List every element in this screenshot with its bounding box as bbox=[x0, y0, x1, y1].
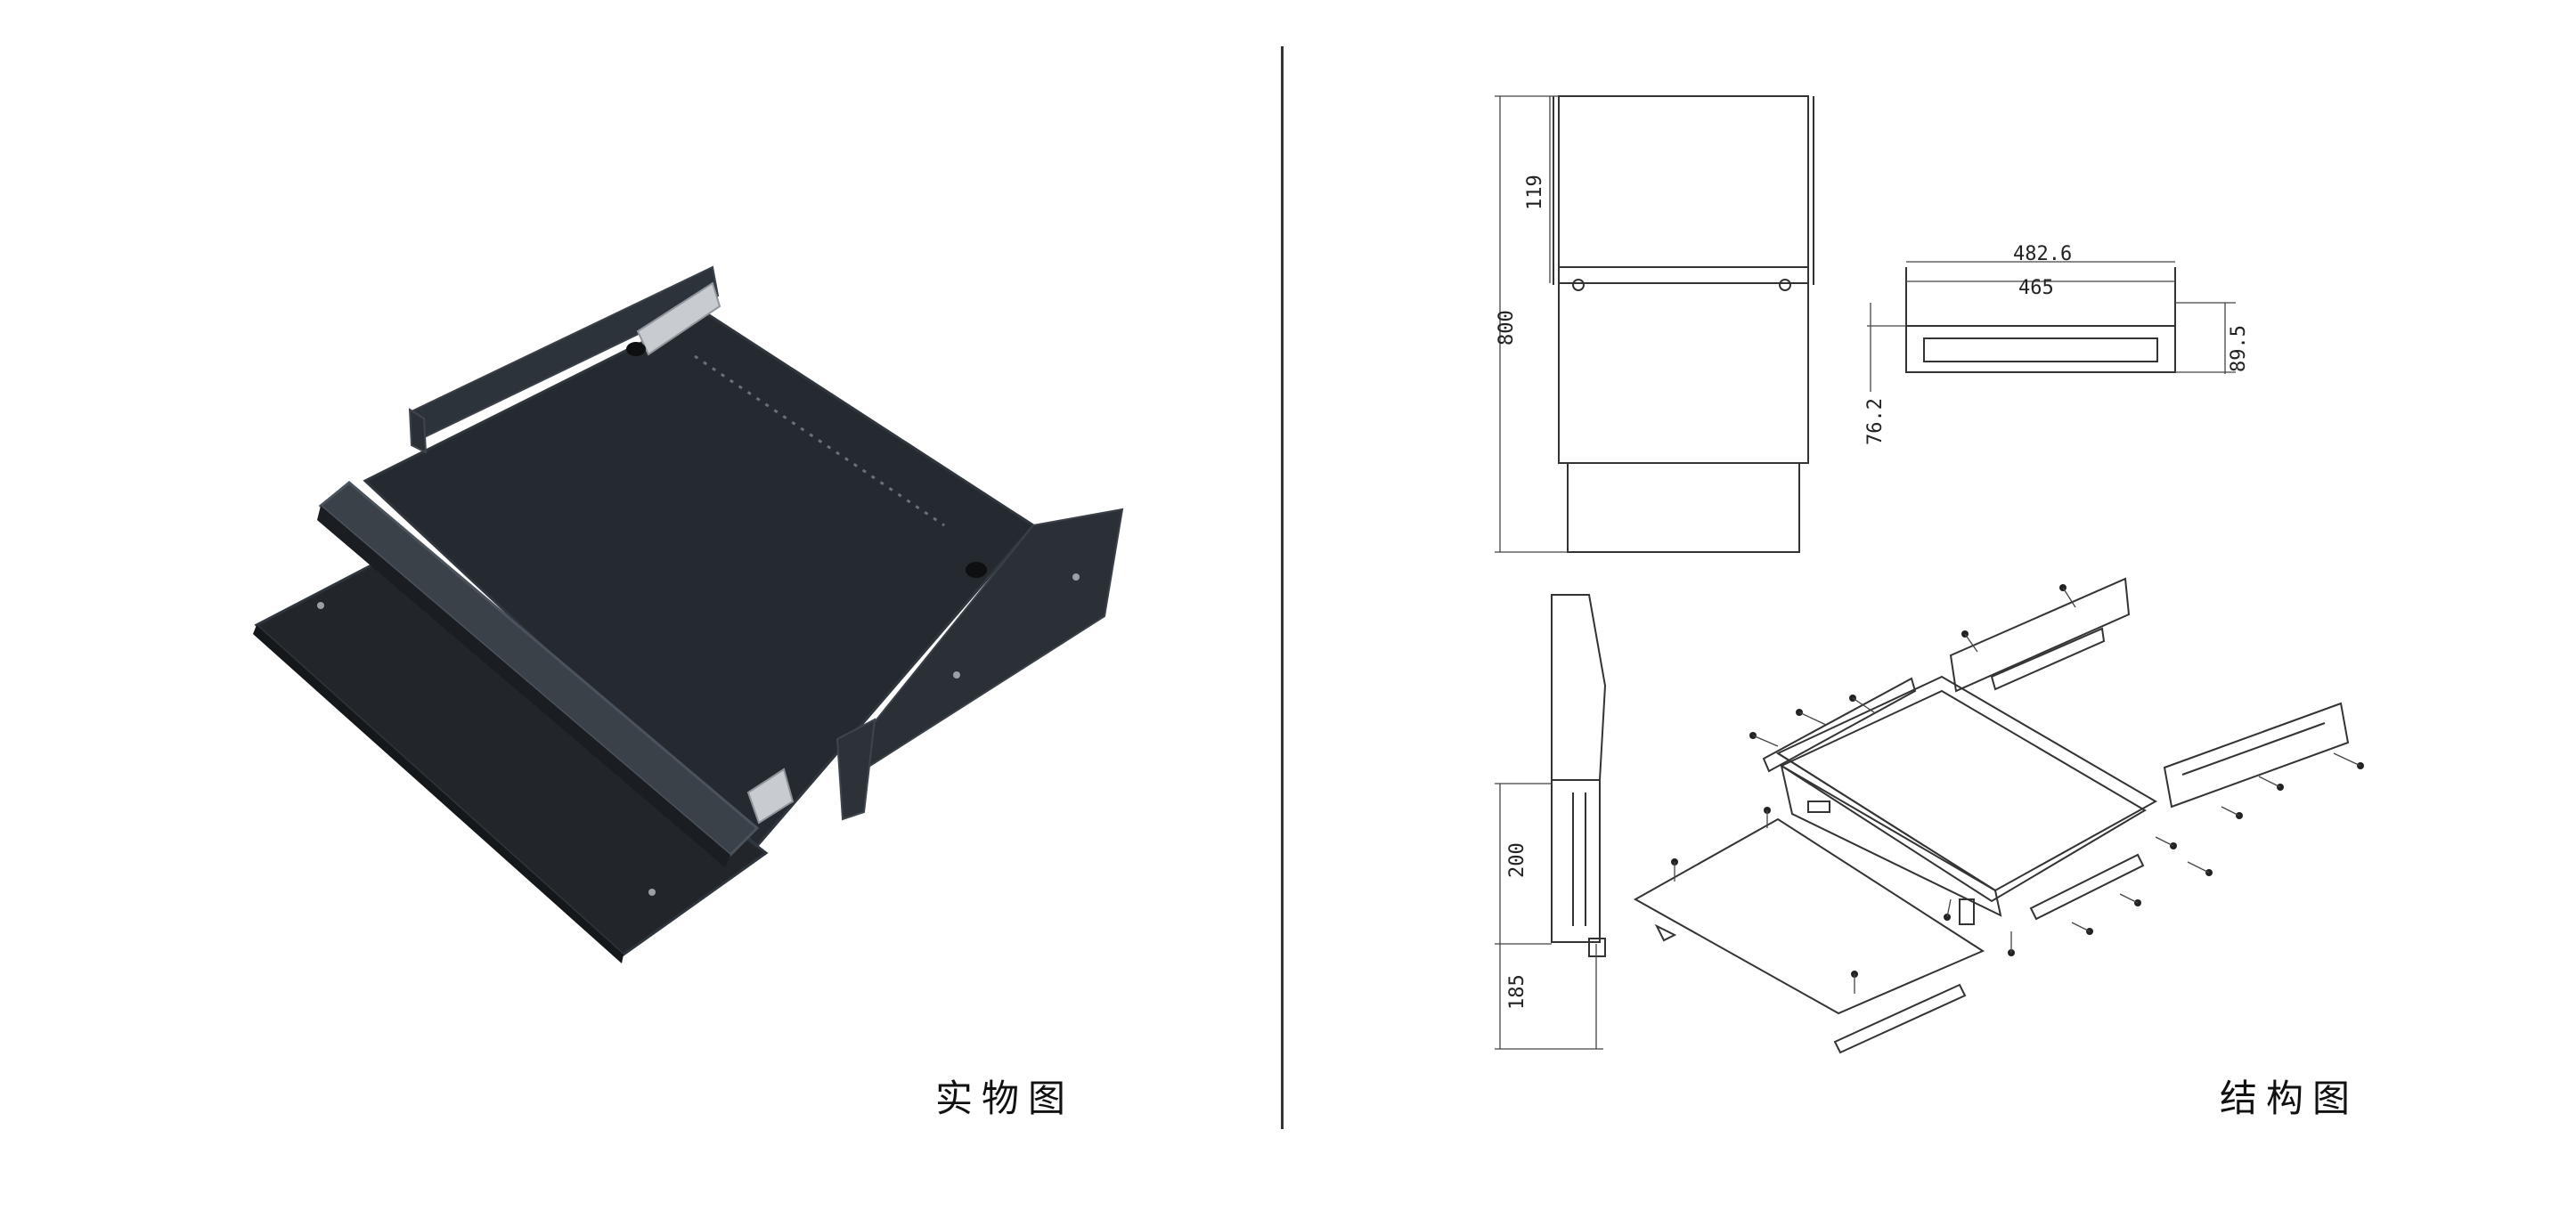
front-view bbox=[1905, 267, 2176, 373]
dim-height-label: 89.5 bbox=[2228, 325, 2250, 372]
dim-width-outer-label: 482.6 bbox=[2013, 243, 2072, 265]
dim-front-height-label: 76.2 bbox=[1864, 398, 1887, 445]
left-mount-ear bbox=[408, 408, 428, 454]
caption-photo: 实物图 bbox=[935, 1077, 1075, 1120]
dim-rail-length-label: 200 bbox=[1506, 842, 1528, 878]
dim-total-depth-label: 800 bbox=[1496, 310, 1518, 345]
top-view bbox=[1553, 95, 1814, 553]
dim-depth-label: 119 bbox=[1524, 175, 1546, 210]
dim-width-inner-label: 465 bbox=[2018, 277, 2054, 299]
right-mount-bracket bbox=[836, 718, 876, 821]
slide-rail-front bbox=[746, 768, 795, 825]
front-handle-bar bbox=[318, 481, 760, 857]
caption-structure: 结构图 bbox=[2220, 1077, 2360, 1120]
side-view bbox=[1551, 594, 1607, 957]
screws bbox=[1671, 584, 2364, 994]
panel-divider bbox=[1281, 46, 1284, 1129]
exploded-view bbox=[1633, 577, 2350, 1054]
dim-tray-depth-label: 185 bbox=[1506, 974, 1528, 1010]
shelf-right-wall bbox=[846, 508, 1124, 778]
